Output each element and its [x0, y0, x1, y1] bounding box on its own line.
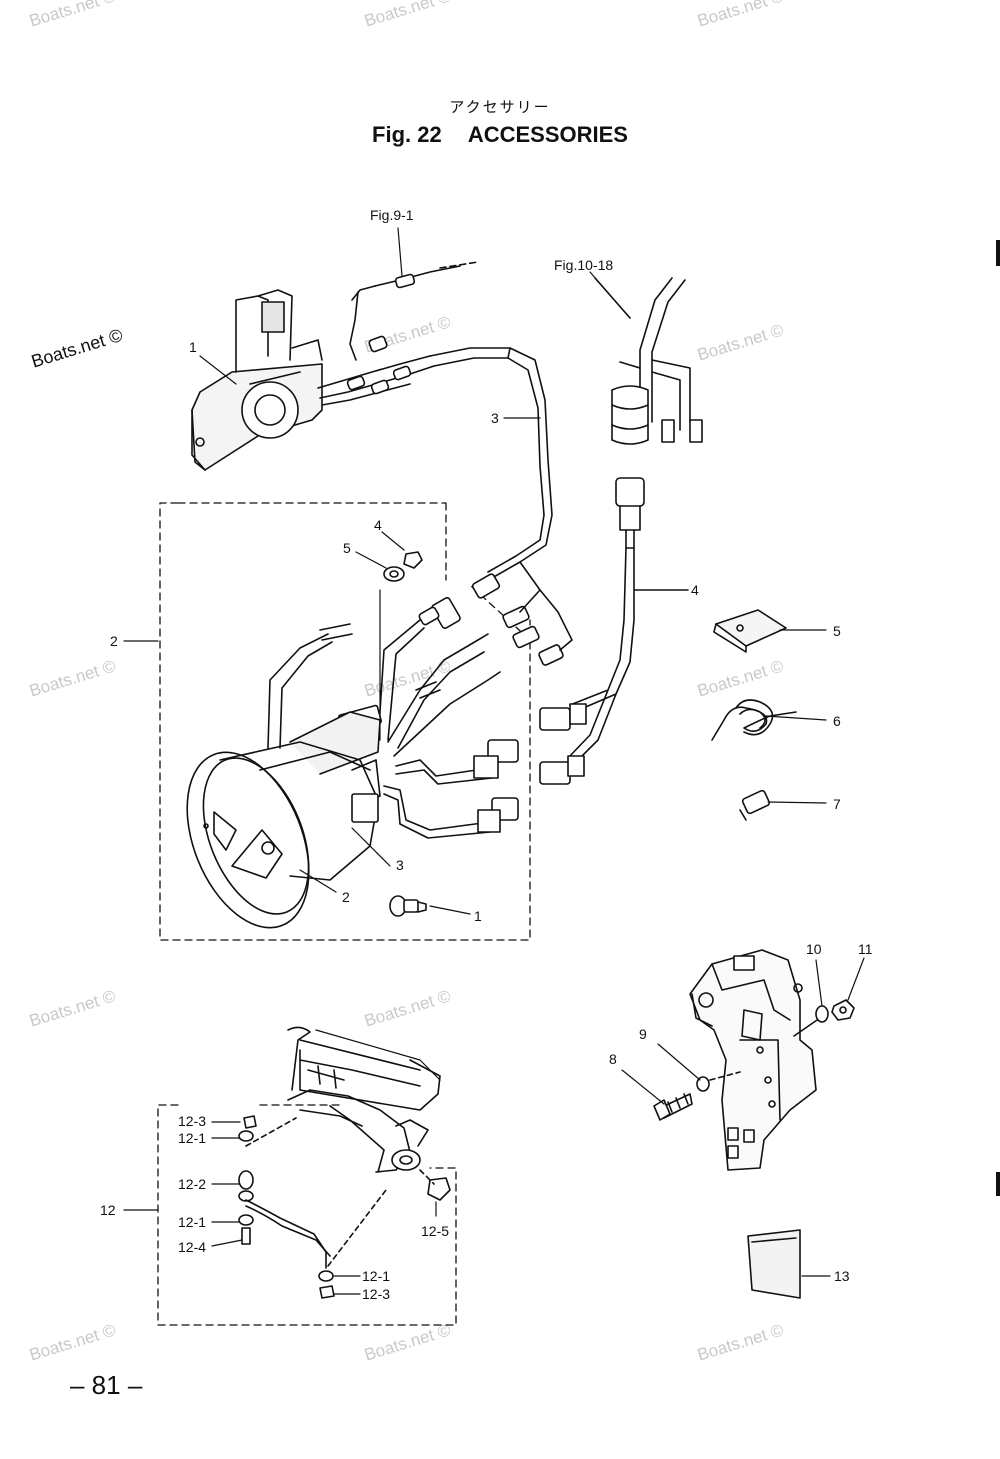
leader-lines — [123, 227, 865, 1295]
ref-fig-10-18: Fig.10-18 — [554, 257, 614, 273]
ground-lead-assembly — [238, 1026, 451, 1299]
figure-number: Fig. 22 — [372, 122, 442, 147]
callout-8: 8 — [609, 1051, 617, 1067]
ground-lead-bracket — [157, 1104, 457, 1326]
callout-12-4: 12-4 — [178, 1239, 207, 1255]
figure-name: ACCESSORIES — [467, 122, 628, 147]
callout-6: 6 — [833, 713, 841, 729]
callout-11: 11 — [858, 941, 873, 957]
mounting-bracket — [653, 949, 855, 1171]
remote-control-box — [191, 289, 323, 471]
callout-12-5: 12-5 — [421, 1223, 450, 1239]
callout-12-3: 12-3 — [178, 1113, 207, 1129]
callout-3: 3 — [491, 410, 499, 426]
bulb — [389, 895, 427, 917]
main-harness — [429, 347, 553, 579]
gauge — [186, 711, 381, 929]
callout-1-bulb: 1 — [474, 908, 482, 924]
callout-7: 7 — [833, 796, 841, 812]
callout-12-1: 12-1 — [178, 1214, 207, 1230]
callout-2-kit: 2 — [110, 633, 118, 649]
callout-4: 4 — [691, 582, 699, 598]
gauge-connectors — [319, 561, 573, 699]
callout-13: 13 — [834, 1268, 850, 1284]
callout-12-1: 12-1 — [178, 1130, 207, 1146]
nut-washer-small — [383, 551, 423, 582]
callout-5: 5 — [833, 623, 841, 639]
extension-harness — [539, 477, 689, 785]
callout-2-gauge: 2 — [342, 889, 350, 905]
callout-3-gauge: 3 — [396, 857, 404, 873]
callout-1: 1 — [189, 339, 197, 355]
page-number: – 81 – — [70, 1370, 143, 1400]
gauge-kit-bracket — [159, 502, 531, 941]
callout-10: 10 — [806, 941, 822, 957]
engine-connector — [594, 277, 703, 445]
callout-12: 12 — [100, 1202, 116, 1218]
scan-edge-mark — [996, 240, 1000, 266]
callout-4-nut: 4 — [374, 517, 382, 533]
scan-edge-mark — [996, 1172, 1000, 1196]
label-sticker — [747, 1229, 801, 1299]
callout-12-1: 12-1 — [362, 1268, 391, 1284]
callout-12-2: 12-2 — [178, 1176, 207, 1192]
callout-9: 9 — [639, 1026, 647, 1042]
callout-12-3: 12-3 — [362, 1286, 391, 1302]
gauge-wiring — [267, 619, 519, 839]
ref-fig-9-1: Fig.9-1 — [370, 207, 414, 223]
japanese-title: アクセサリー — [449, 98, 551, 116]
wire-bundle-top — [317, 261, 479, 406]
figure-title: Fig. 22 ACCESSORIES — [0, 122, 1000, 148]
right-small-parts — [711, 609, 797, 821]
callout-5-washer: 5 — [343, 540, 351, 556]
